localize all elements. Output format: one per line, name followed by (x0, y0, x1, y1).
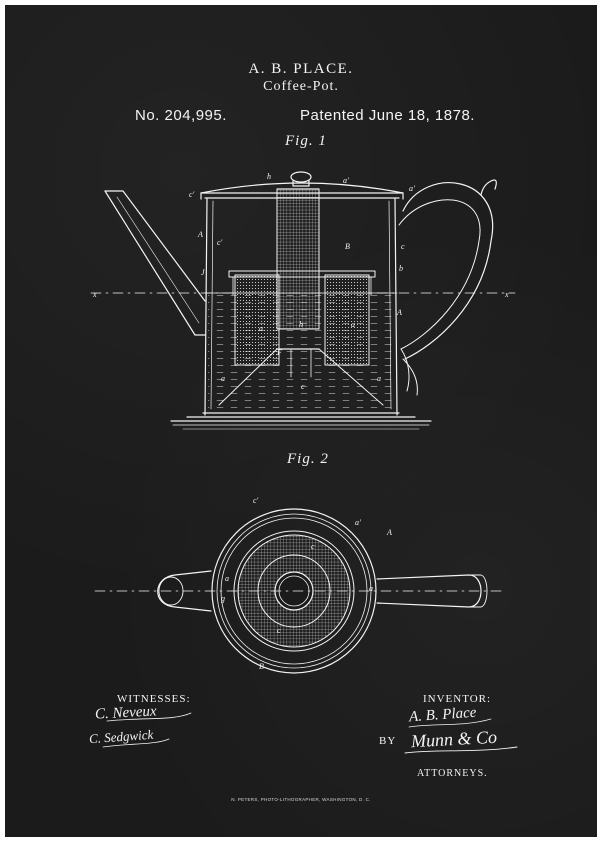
svg-text:a': a' (409, 184, 415, 193)
patent-sheet: A. B. PLACE. Coffee-Pot. No. 204,995. Pa… (5, 5, 597, 837)
svg-text:B: B (259, 662, 264, 671)
svg-text:A: A (197, 230, 203, 239)
patent-number: No. 204,995. (135, 107, 227, 124)
attorneys-label: ATTORNEYS. (417, 768, 488, 779)
witness-1-signature: C. Neveux (94, 703, 157, 723)
lid-dome (200, 182, 404, 194)
svg-text:b: b (399, 264, 403, 273)
spout-plan (157, 570, 212, 612)
svg-text:a': a' (343, 176, 349, 185)
svg-text:F: F (276, 348, 282, 357)
svg-text:c': c' (253, 496, 259, 505)
svg-text:J: J (201, 268, 205, 277)
svg-text:g: g (221, 594, 225, 603)
svg-text:B: B (345, 242, 350, 251)
lid-knob (290, 171, 312, 183)
inventor-heading: INVENTOR: (423, 693, 492, 705)
svg-text:x: x (504, 290, 509, 299)
inventor-name: A. B. PLACE. (248, 61, 354, 77)
pot-wall-left (204, 198, 208, 416)
figure-1-label: Fig. 1 (285, 133, 327, 149)
svg-text:a: a (259, 324, 263, 333)
by-label: BY (379, 735, 397, 747)
svg-text:a: a (221, 374, 225, 383)
svg-text:c: c (311, 542, 315, 551)
svg-text:A: A (396, 308, 402, 317)
signature-marks (102, 712, 518, 754)
svg-text:c': c' (217, 238, 223, 247)
svg-text:c: c (277, 626, 281, 635)
svg-text:c: c (301, 382, 305, 391)
svg-text:h: h (299, 320, 303, 329)
svg-text:a: a (377, 374, 381, 383)
svg-text:a: a (351, 320, 355, 329)
filter-left (234, 274, 280, 366)
svg-text:a': a' (355, 518, 361, 527)
svg-text:c: c (401, 242, 405, 251)
invention-title: Coffee-Pot. (263, 79, 339, 94)
svg-text:x: x (92, 290, 97, 299)
filter-right (324, 274, 370, 366)
figure-2-drawing: c' a' A c a g a cB (94, 496, 506, 674)
svg-text:h: h (267, 172, 271, 181)
svg-text:c': c' (189, 190, 195, 199)
figure-2-label: Fig. 2 (287, 451, 329, 467)
svg-text:a: a (225, 574, 229, 583)
witnesses-heading: WITNESSES: (117, 693, 191, 705)
svg-text:A: A (386, 528, 392, 537)
svg-text:a: a (369, 584, 373, 593)
handle (402, 182, 494, 360)
spout (104, 190, 206, 302)
lithographer-credit: N. PETERS, PHOTO-LITHOGRAPHER, WASHINGTO… (231, 797, 371, 802)
attorney-signature: Munn & Co (410, 726, 498, 752)
patent-date: Patented June 18, 1878. (300, 107, 475, 124)
